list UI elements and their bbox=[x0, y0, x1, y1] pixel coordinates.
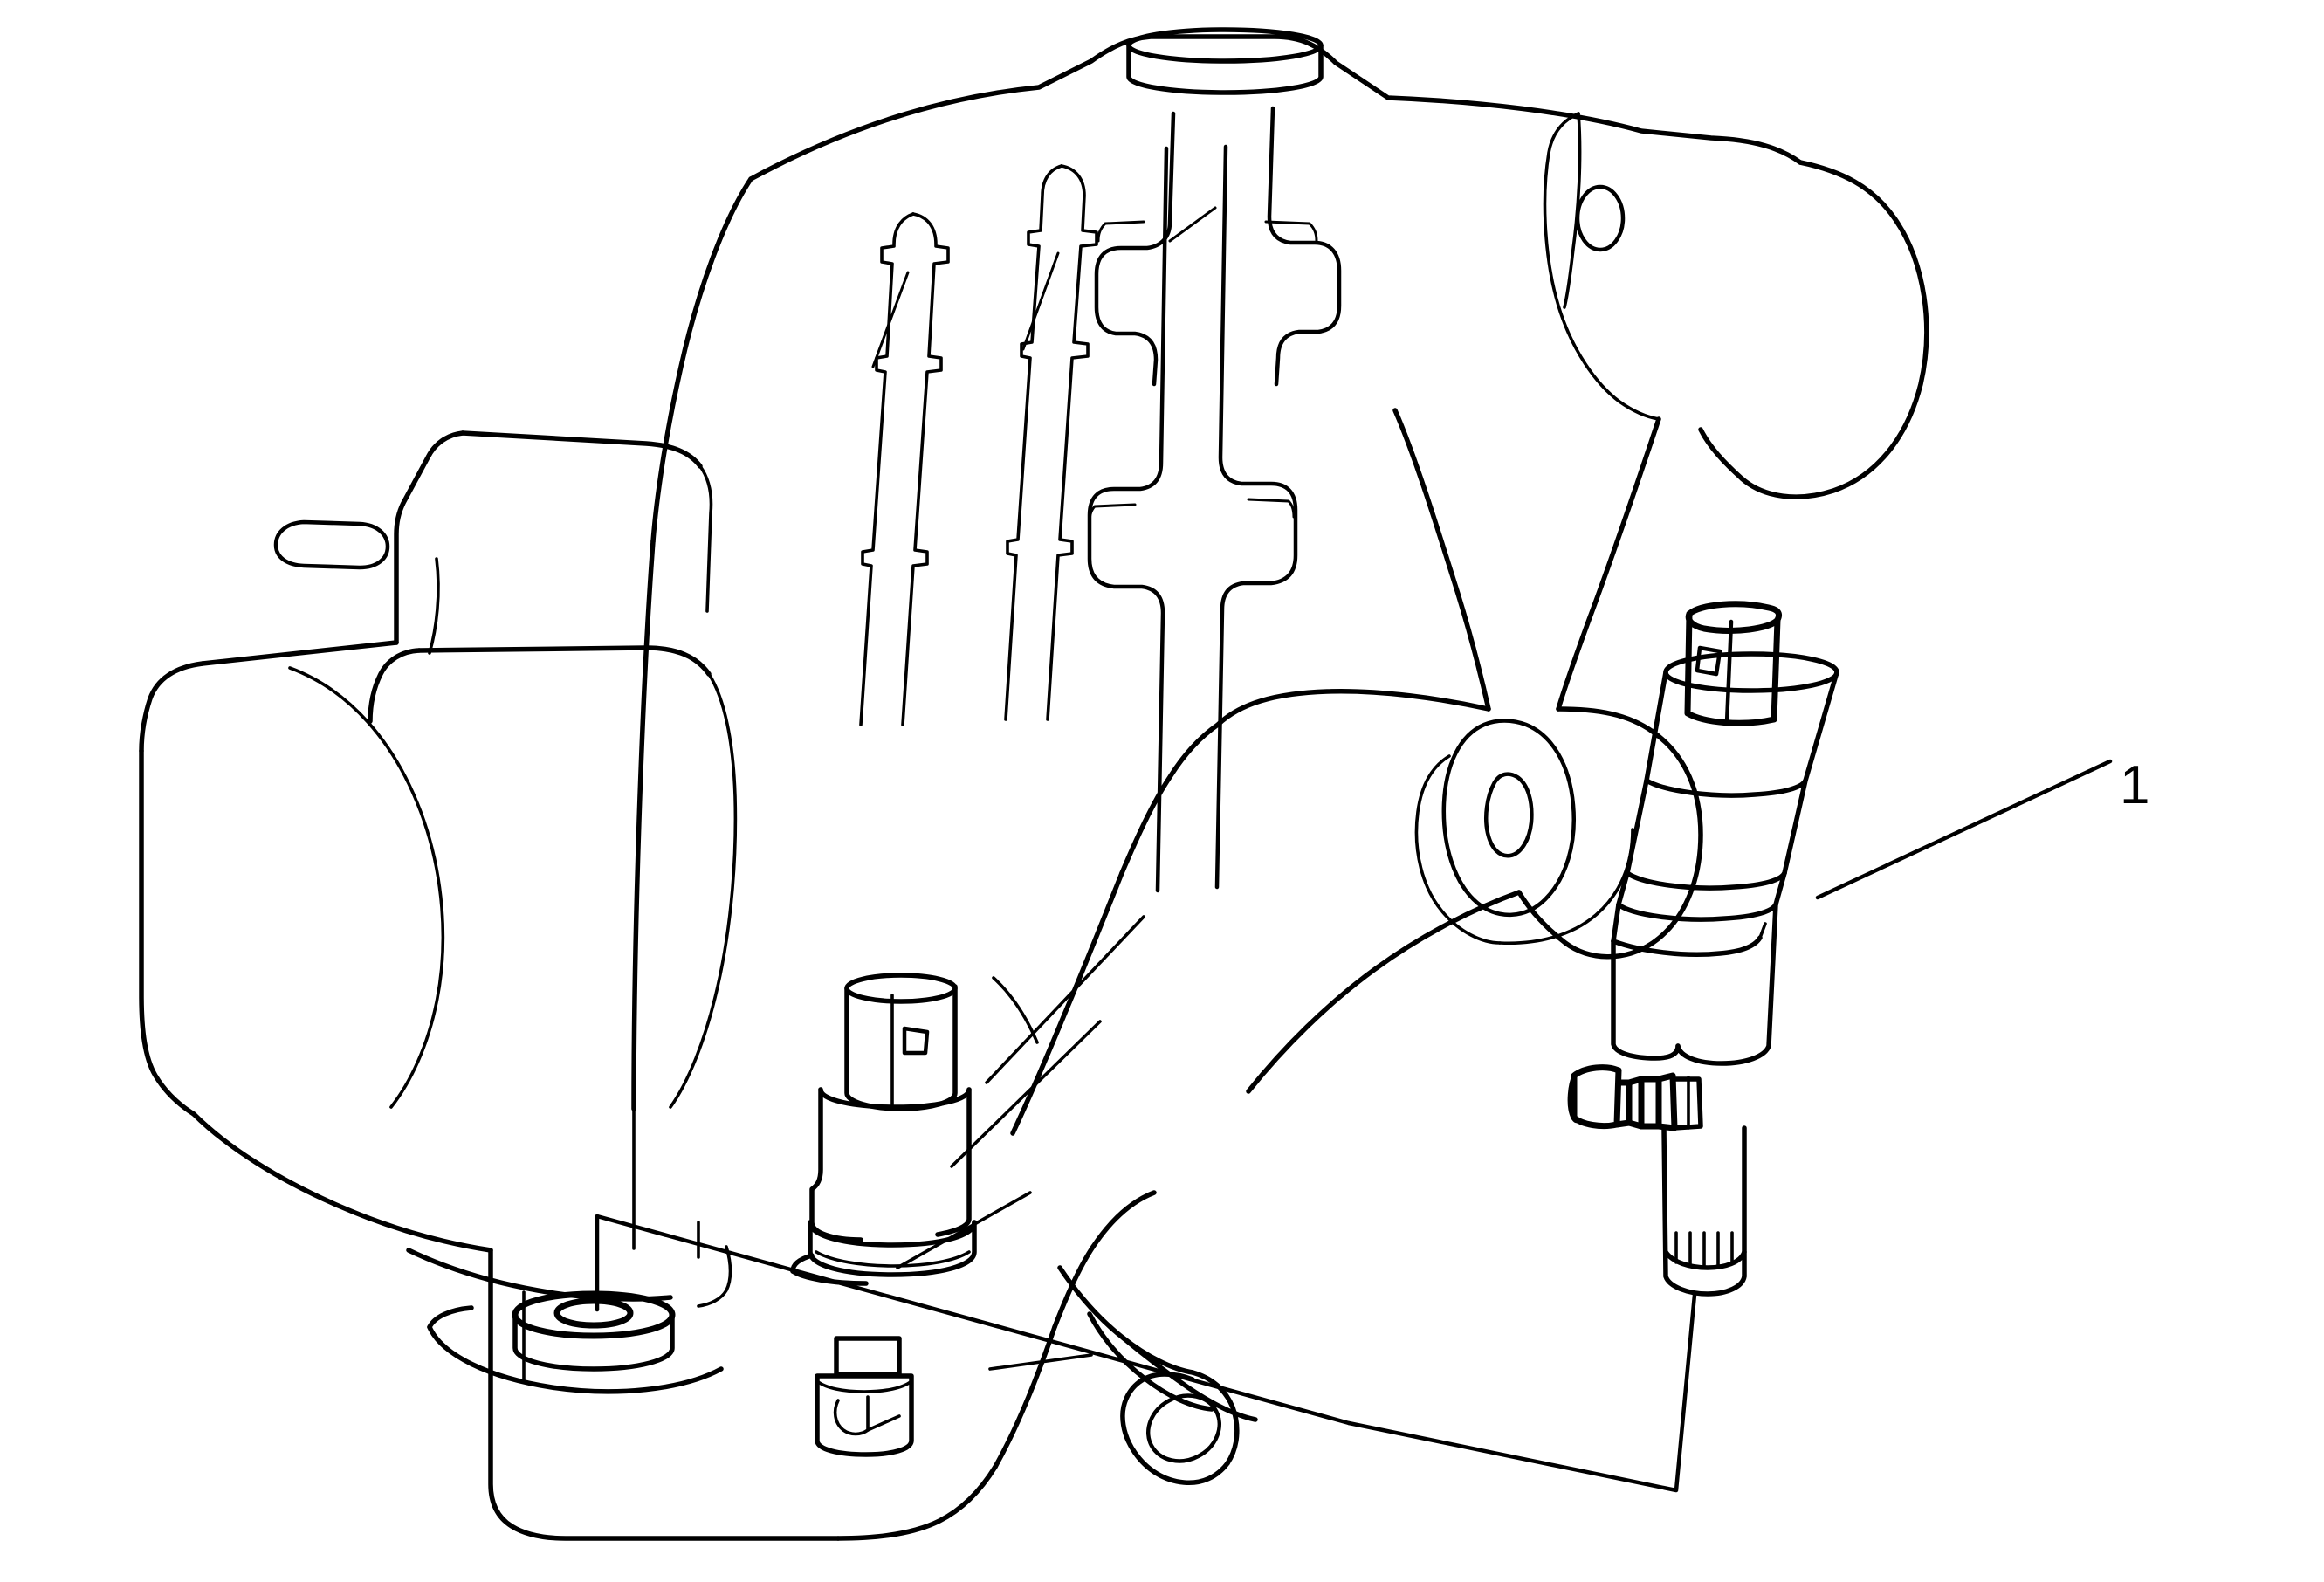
pump-connector bbox=[1684, 601, 1782, 726]
grommet-bore bbox=[553, 1297, 634, 1329]
filler-neck bbox=[1126, 27, 1324, 95]
upper-bracket-hole bbox=[1575, 184, 1626, 252]
spout-bore bbox=[1145, 1393, 1222, 1463]
installed-pump-collar bbox=[808, 1220, 977, 1277]
pump-hose-barb bbox=[1567, 1064, 1703, 1131]
leader-line-pump bbox=[1815, 759, 2113, 900]
pump-connector-keyway bbox=[1695, 645, 1722, 677]
reservoir-body bbox=[139, 34, 1929, 1541]
leader-line-grommet-run bbox=[595, 1214, 1351, 1426]
installed-pump-connector bbox=[844, 984, 958, 1111]
drain-spout bbox=[988, 1265, 1258, 1486]
mid-bracket-slot bbox=[1484, 772, 1534, 858]
mid-bracket-grommet bbox=[1441, 719, 1576, 917]
pump-body-top-rim bbox=[1663, 651, 1839, 693]
leader-line-nozzle-to-grommet bbox=[1346, 1292, 1697, 1493]
callout-label-1: 1 bbox=[2120, 755, 2149, 815]
washer-pump bbox=[1567, 601, 1839, 1297]
level-sensor bbox=[815, 1336, 914, 1457]
callout-leaders bbox=[595, 759, 2113, 1493]
connector-keyway bbox=[902, 1026, 930, 1056]
pump-inlet-nozzle bbox=[1661, 1125, 1747, 1297]
installed-pump bbox=[790, 973, 977, 1286]
filler-cap-side bbox=[1126, 43, 1324, 95]
mounting-grommet bbox=[427, 1290, 724, 1394]
reservoir-ribs bbox=[859, 106, 1342, 893]
upper-left-slot bbox=[273, 519, 390, 570]
